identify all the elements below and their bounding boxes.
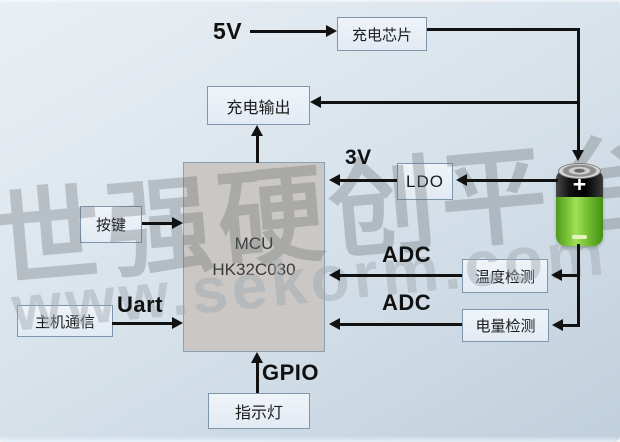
battery-minus	[572, 235, 587, 239]
arrowhead	[552, 319, 563, 331]
connector-button-to-mcu	[142, 222, 173, 225]
connector-5v-to-charger	[250, 30, 327, 33]
connector-battery-to-temp	[561, 274, 580, 277]
arrowhead	[310, 96, 321, 108]
connector-charger-to-battery-h	[427, 28, 580, 31]
node-mcu: MCU HK32C030	[183, 162, 325, 352]
battery-body: +	[556, 170, 603, 246]
arrowhead	[456, 174, 467, 186]
node-charger-chip: 充电芯片	[337, 17, 427, 51]
arrowhead	[251, 125, 263, 136]
battery-cap	[558, 163, 601, 179]
node-temp-detect-label: 温度检测	[474, 268, 535, 286]
node-button: 按键	[80, 206, 142, 243]
node-temp-detect: 温度检测	[462, 259, 548, 293]
node-indicator-label: 指示灯	[234, 405, 283, 422]
node-level-detect-label: 电量检测	[475, 318, 536, 335]
connector-battery-to-level	[562, 324, 580, 327]
arrowhead	[329, 318, 340, 330]
battery-icon: +	[556, 163, 603, 246]
connector-indicator-to-mcu	[256, 362, 259, 393]
label-adc-top: ADC	[382, 242, 432, 267]
node-ldo: LDO	[397, 163, 453, 200]
node-mcu-label-line1: MCU	[234, 233, 274, 253]
node-button-label: 按键	[95, 217, 126, 234]
node-level-detect: 电量检测	[462, 309, 549, 342]
label-gpio: GPIO	[262, 360, 320, 385]
node-charger-chip-label: 充电芯片	[351, 26, 412, 44]
arrowhead	[172, 217, 183, 229]
node-mcu-label-line2: HK32C030	[212, 260, 296, 279]
label-3v: 3V	[345, 146, 372, 169]
connector-ldo-to-mcu	[339, 179, 397, 182]
connector-charger-to-battery-v	[577, 28, 580, 150]
connector-battery-to-ldo	[466, 179, 558, 182]
label-adc-bottom: ADC	[382, 290, 432, 315]
node-host-comm: 主机通信	[17, 305, 113, 337]
connector-host-to-mcu	[112, 322, 173, 325]
node-host-comm-label: 主机通信	[34, 313, 95, 331]
connector-temp-to-mcu	[339, 274, 462, 277]
label-uart: Uart	[117, 292, 164, 317]
arrowhead	[251, 352, 263, 363]
arrowhead	[329, 174, 340, 186]
node-ldo-label: LDO	[406, 171, 444, 191]
label-5v: 5V	[213, 18, 243, 44]
connector-level-to-mcu	[339, 323, 462, 326]
node-charge-output: 充电输出	[207, 86, 310, 125]
arrowhead	[551, 269, 562, 281]
arrowhead	[572, 150, 584, 161]
arrowhead	[172, 317, 183, 329]
connector-battery-to-charge-output	[320, 101, 580, 104]
node-indicator: 指示灯	[208, 393, 310, 429]
arrowhead	[329, 269, 340, 281]
arrowhead	[326, 25, 337, 37]
node-charge-output-label: 充电输出	[226, 99, 291, 117]
connector-mcu-to-charge-output	[256, 135, 259, 163]
connector-battery-bottom-v	[577, 244, 580, 327]
